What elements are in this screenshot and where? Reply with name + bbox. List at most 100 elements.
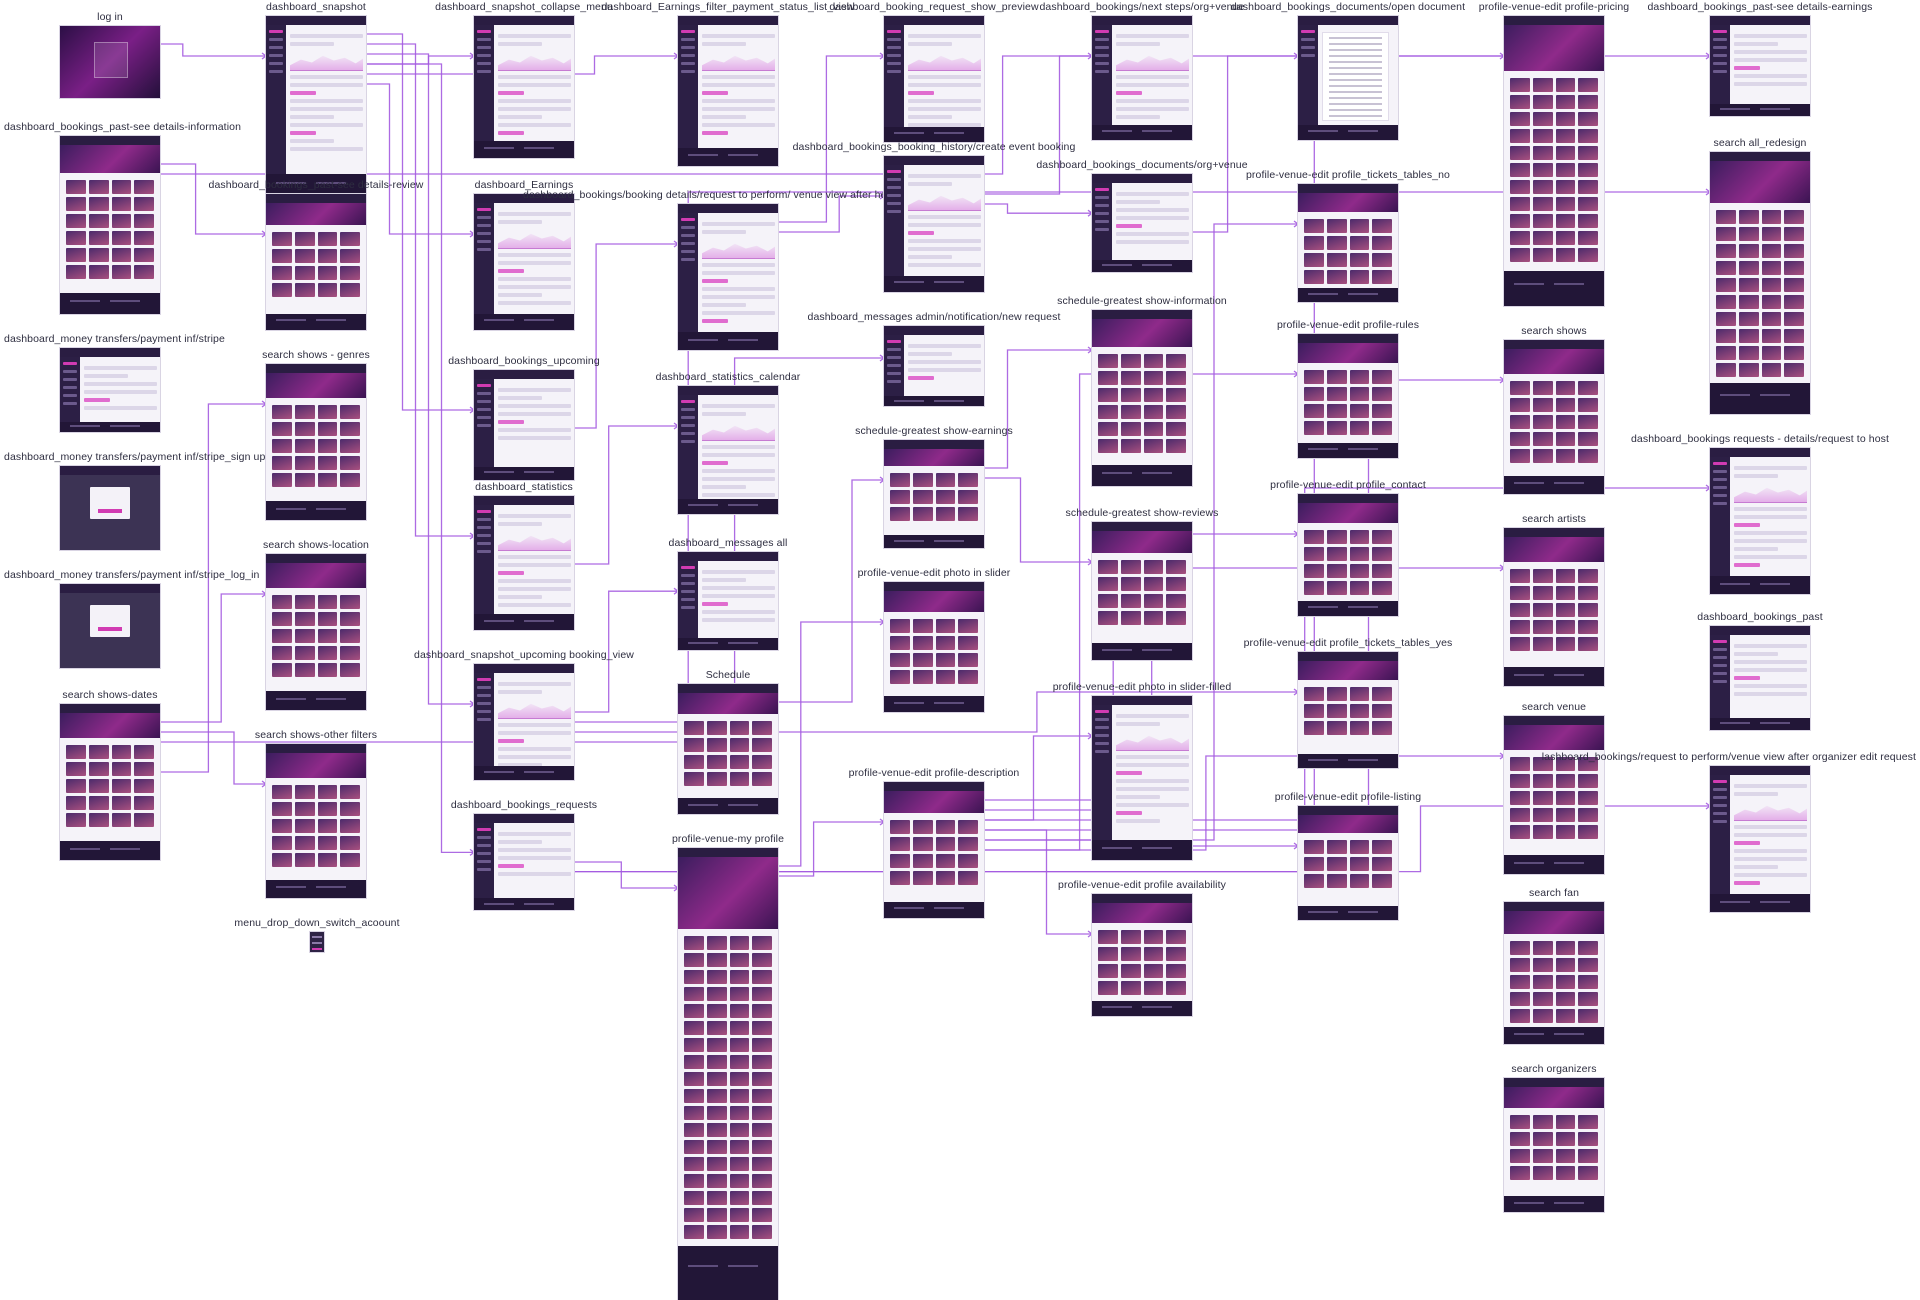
- screen-thumbnail-venue-my-profile[interactable]: [678, 848, 778, 1300]
- screen-label: profile-venue-edit profile_tickets_table…: [1243, 637, 1453, 649]
- screen-thumbnail-next-steps[interactable]: [1092, 16, 1192, 140]
- screen-thumbnail-earnings-filter[interactable]: [678, 16, 778, 166]
- screen-thumbnail-edit-availability[interactable]: [1092, 894, 1192, 1016]
- screen-card: [1761, 210, 1782, 224]
- screen-sidebar-item: [681, 432, 695, 435]
- screen-card: [1761, 329, 1782, 343]
- screen-thumbnail-requests-host[interactable]: [1710, 448, 1810, 594]
- screen-text-row: [1116, 240, 1189, 244]
- screen-card: [684, 755, 704, 769]
- screen-sidebar-item: [63, 394, 77, 397]
- screen-thumbnail-dash-earnings[interactable]: [474, 194, 574, 330]
- screen-thumbnail-edit-contact[interactable]: [1298, 494, 1398, 616]
- screen-sidebar-item: [1713, 780, 1727, 783]
- screen-card: [88, 197, 109, 211]
- screen-thumbnail-search-genres[interactable]: [266, 364, 366, 520]
- screen-thumbnail-stripe[interactable]: [60, 348, 160, 432]
- screen-thumbnail-request-show-preview[interactable]: [884, 16, 984, 142]
- screen-thumbnail-dash-snapshot[interactable]: [266, 16, 366, 196]
- screen-thumbnail-request-perform[interactable]: [678, 204, 778, 350]
- screen-sidebar-item: [681, 38, 695, 41]
- screen-sidebar: [678, 213, 698, 333]
- screen-thumbnail-messages-all[interactable]: [678, 552, 778, 650]
- screen-thumbnail-search-location[interactable]: [266, 554, 366, 710]
- screen-card: [134, 231, 154, 245]
- screen-thumbnail-search-venue[interactable]: [1504, 716, 1604, 874]
- screen-sidebar-item: [477, 232, 491, 235]
- screen-card: [684, 1208, 704, 1222]
- screen-thumbnail-photo-slider-filled[interactable]: [1092, 696, 1192, 860]
- screen-card-grid: [684, 936, 772, 1239]
- screen-content: [1734, 780, 1807, 892]
- screen-text-row: [1116, 99, 1189, 103]
- screen-thumbnail-search-dates[interactable]: [60, 704, 160, 860]
- screen-thumbnail-search-organizers[interactable]: [1504, 1078, 1604, 1212]
- screen-thumbnail-search-fan[interactable]: [1504, 902, 1604, 1044]
- screen-thumbnail-edit-rules[interactable]: [1298, 334, 1398, 458]
- screen-thumbnail-request-after-organizer[interactable]: [1710, 766, 1810, 912]
- screen-card: [1510, 197, 1530, 211]
- screen-card: [912, 871, 933, 885]
- screen-sidebar: [1710, 25, 1730, 104]
- screen-text-row: [1116, 75, 1189, 79]
- screen-thumbnail-edit-pricing[interactable]: [1504, 16, 1604, 306]
- screen-card-grid: [684, 721, 772, 786]
- screen-thumbnail-dash-upcoming[interactable]: [474, 370, 574, 480]
- screen-area-chart: [908, 55, 981, 71]
- screen-thumbnail-messages-admin[interactable]: [884, 326, 984, 406]
- screen-label: log in: [97, 11, 123, 23]
- screen-card: [729, 1123, 750, 1137]
- screen-thumbnail-bookings-past[interactable]: [1710, 626, 1810, 730]
- screen-thumbnail-schedule[interactable]: [678, 684, 778, 814]
- screen-card: [1304, 253, 1324, 267]
- screen-footer: [266, 691, 366, 710]
- screen-thumbnail-tickets-yes[interactable]: [1298, 652, 1398, 768]
- screen-thumbnail-edit-description[interactable]: [884, 782, 984, 918]
- screen-thumbnail-search-other[interactable]: [266, 744, 366, 898]
- screen-thumbnail-open-document[interactable]: [1298, 16, 1398, 140]
- screen-thumbnail-stats-calendar[interactable]: [678, 386, 778, 514]
- screen-thumbnail-menu-switch[interactable]: [310, 932, 324, 952]
- screen-card: [1349, 547, 1370, 561]
- screen-footer: [884, 901, 984, 918]
- screen-sidebar-item: [681, 424, 695, 427]
- screen-thumbnail-past-earnings[interactable]: [1710, 16, 1810, 116]
- screen-card: [272, 629, 292, 643]
- screen-thumbnail-dash-statistics[interactable]: [474, 496, 574, 630]
- flow-connector-dash-requests-to-venue-my-profile: [552, 861, 678, 889]
- screen-thumbnail-dash-past-review[interactable]: [266, 194, 366, 330]
- screen-thumbnail-dash-past-info[interactable]: [60, 136, 160, 314]
- screen-card: [684, 1038, 704, 1052]
- screen-thumbnail-snapshot-collapse[interactable]: [474, 16, 574, 158]
- screen-sidebar-item: [1713, 46, 1727, 49]
- screen-sidebar-item: [1095, 734, 1109, 737]
- screen-thumbnail-documents-org[interactable]: [1092, 174, 1192, 272]
- screen-thumbnail-schedule-information[interactable]: [1092, 310, 1192, 486]
- screen-sidebar-item: [1301, 46, 1315, 49]
- screen-hero-banner: [1504, 911, 1604, 934]
- screen-area-chart: [290, 55, 363, 71]
- screen-label: dashboard_booking_request_show_preview: [829, 1, 1039, 13]
- screen-thumbnail-login[interactable]: [60, 26, 160, 98]
- screen-thumbnail-photo-slider[interactable]: [884, 582, 984, 712]
- screen-thumbnail-stripe-signup[interactable]: [60, 466, 160, 550]
- screen-text-row: [290, 34, 363, 38]
- screen-thumbnail-schedule-reviews[interactable]: [1092, 522, 1192, 660]
- screen-card: [706, 721, 727, 735]
- screen-thumbnail-tickets-no[interactable]: [1298, 184, 1398, 302]
- screen-thumbnail-search-shows[interactable]: [1504, 340, 1604, 494]
- screen-card: [1120, 439, 1141, 453]
- screen-text-row: [498, 285, 571, 289]
- screen-thumbnail-search-artists[interactable]: [1504, 528, 1604, 686]
- screen-thumbnail-dash-requests[interactable]: [474, 814, 574, 910]
- screen-thumbnail-schedule-earnings[interactable]: [884, 440, 984, 548]
- screen-sidebar-item: [477, 534, 491, 537]
- screen-thumbnail-snapshot-upcoming-view[interactable]: [474, 664, 574, 780]
- screen-sidebar-item: [1095, 718, 1109, 721]
- screen-thumbnail-booking-history[interactable]: [884, 156, 984, 292]
- screen-text-row: [1116, 232, 1189, 236]
- screen-thumbnail-edit-listing[interactable]: [1298, 806, 1398, 920]
- screen-thumbnail-search-all[interactable]: [1710, 152, 1810, 414]
- screen-thumbnail-stripe-login[interactable]: [60, 584, 160, 668]
- screen-text-row: [1116, 107, 1189, 111]
